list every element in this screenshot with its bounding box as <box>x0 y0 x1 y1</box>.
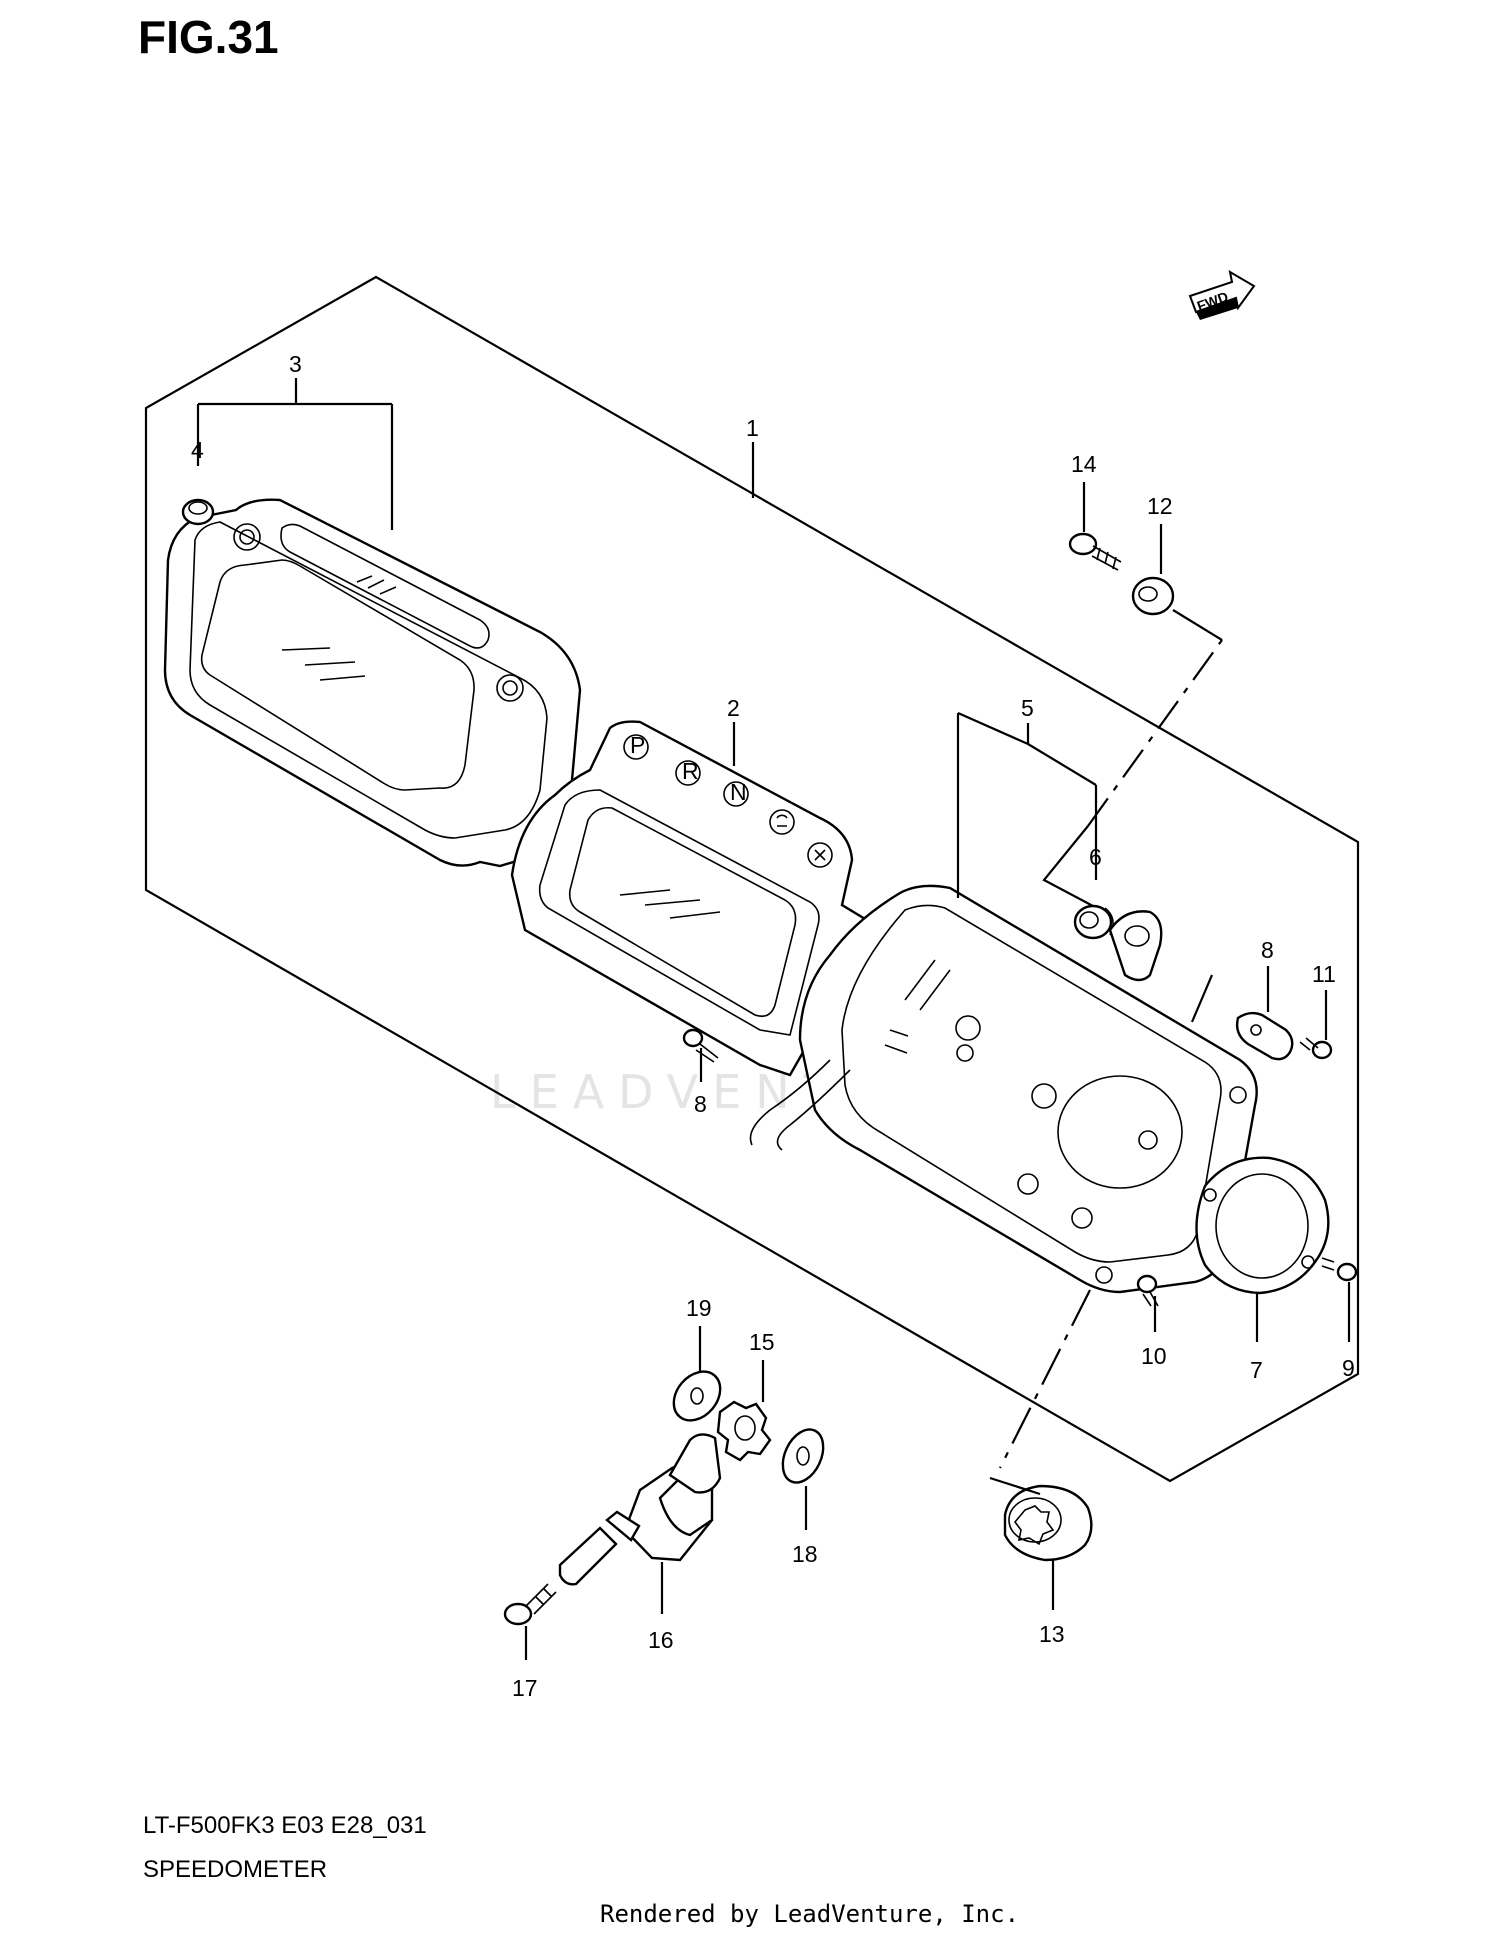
part-12-cap <box>1131 576 1175 616</box>
part-16-speed-sensor <box>558 1433 722 1586</box>
callout-18: 18 <box>792 1541 818 1567</box>
callout-8-upper: 8 <box>1261 937 1274 963</box>
callout-numbers: 1 2 3 4 5 6 7 8 8 9 10 11 12 13 14 15 16… <box>191 351 1355 1701</box>
part-14-screw <box>1068 532 1122 571</box>
callout-4: 4 <box>191 437 204 463</box>
render-credit: Rendered by LeadVenture, Inc. <box>600 1900 1020 1928</box>
indicator-letter-r: R <box>682 758 699 784</box>
callout-8-lower: 8 <box>694 1091 707 1117</box>
figure-title: FIG.31 <box>138 11 279 63</box>
callout-15: 15 <box>749 1329 775 1355</box>
fwd-arrow-icon: FWD <box>1188 270 1256 320</box>
callout-9: 9 <box>1342 1355 1355 1381</box>
callout-1: 1 <box>746 415 759 441</box>
model-code: LT-F500FK3 E03 E28_031 <box>143 1812 427 1839</box>
part-11-screw <box>1299 1037 1333 1060</box>
callout-7: 7 <box>1250 1357 1263 1383</box>
part-4-knob <box>181 498 215 526</box>
callout-16: 16 <box>648 1627 674 1653</box>
part-18-washer <box>781 1428 825 1484</box>
part-15-gear <box>716 1400 772 1462</box>
callout-14: 14 <box>1071 451 1097 477</box>
part-2-indicator-panel: P R N <box>510 720 877 1077</box>
part-7-gasket <box>1195 1156 1330 1295</box>
part-8-screw-lower <box>682 1028 719 1063</box>
callout-6: 6 <box>1089 844 1102 870</box>
part-19-washer <box>672 1370 722 1422</box>
part-6-grommet <box>1073 904 1114 940</box>
callout-3: 3 <box>289 351 302 377</box>
callout-2: 2 <box>727 695 740 721</box>
callout-10: 10 <box>1141 1343 1167 1369</box>
leader-lines <box>196 378 1351 1660</box>
indicator-letter-n: N <box>730 779 747 805</box>
callout-19: 19 <box>686 1295 712 1321</box>
part-10-screw <box>1136 1274 1159 1307</box>
assembly-boundary <box>144 275 1360 1483</box>
part-13-cap <box>1003 1484 1093 1562</box>
housing-mount-bracket <box>1108 910 1163 982</box>
callout-12: 12 <box>1147 493 1173 519</box>
part-5-rear-housing <box>749 884 1258 1294</box>
callout-11: 11 <box>1312 961 1336 987</box>
callout-13: 13 <box>1039 1621 1065 1647</box>
part-3-front-cover <box>163 498 582 868</box>
callout-5: 5 <box>1021 695 1034 721</box>
part-17-bolt <box>503 1583 557 1626</box>
part-9-screw <box>1321 1257 1358 1282</box>
callout-17: 17 <box>512 1675 538 1701</box>
part-8-clip-upper <box>1235 1011 1294 1061</box>
section-name: SPEEDOMETER <box>143 1856 328 1883</box>
indicator-letter-p: P <box>630 732 645 758</box>
